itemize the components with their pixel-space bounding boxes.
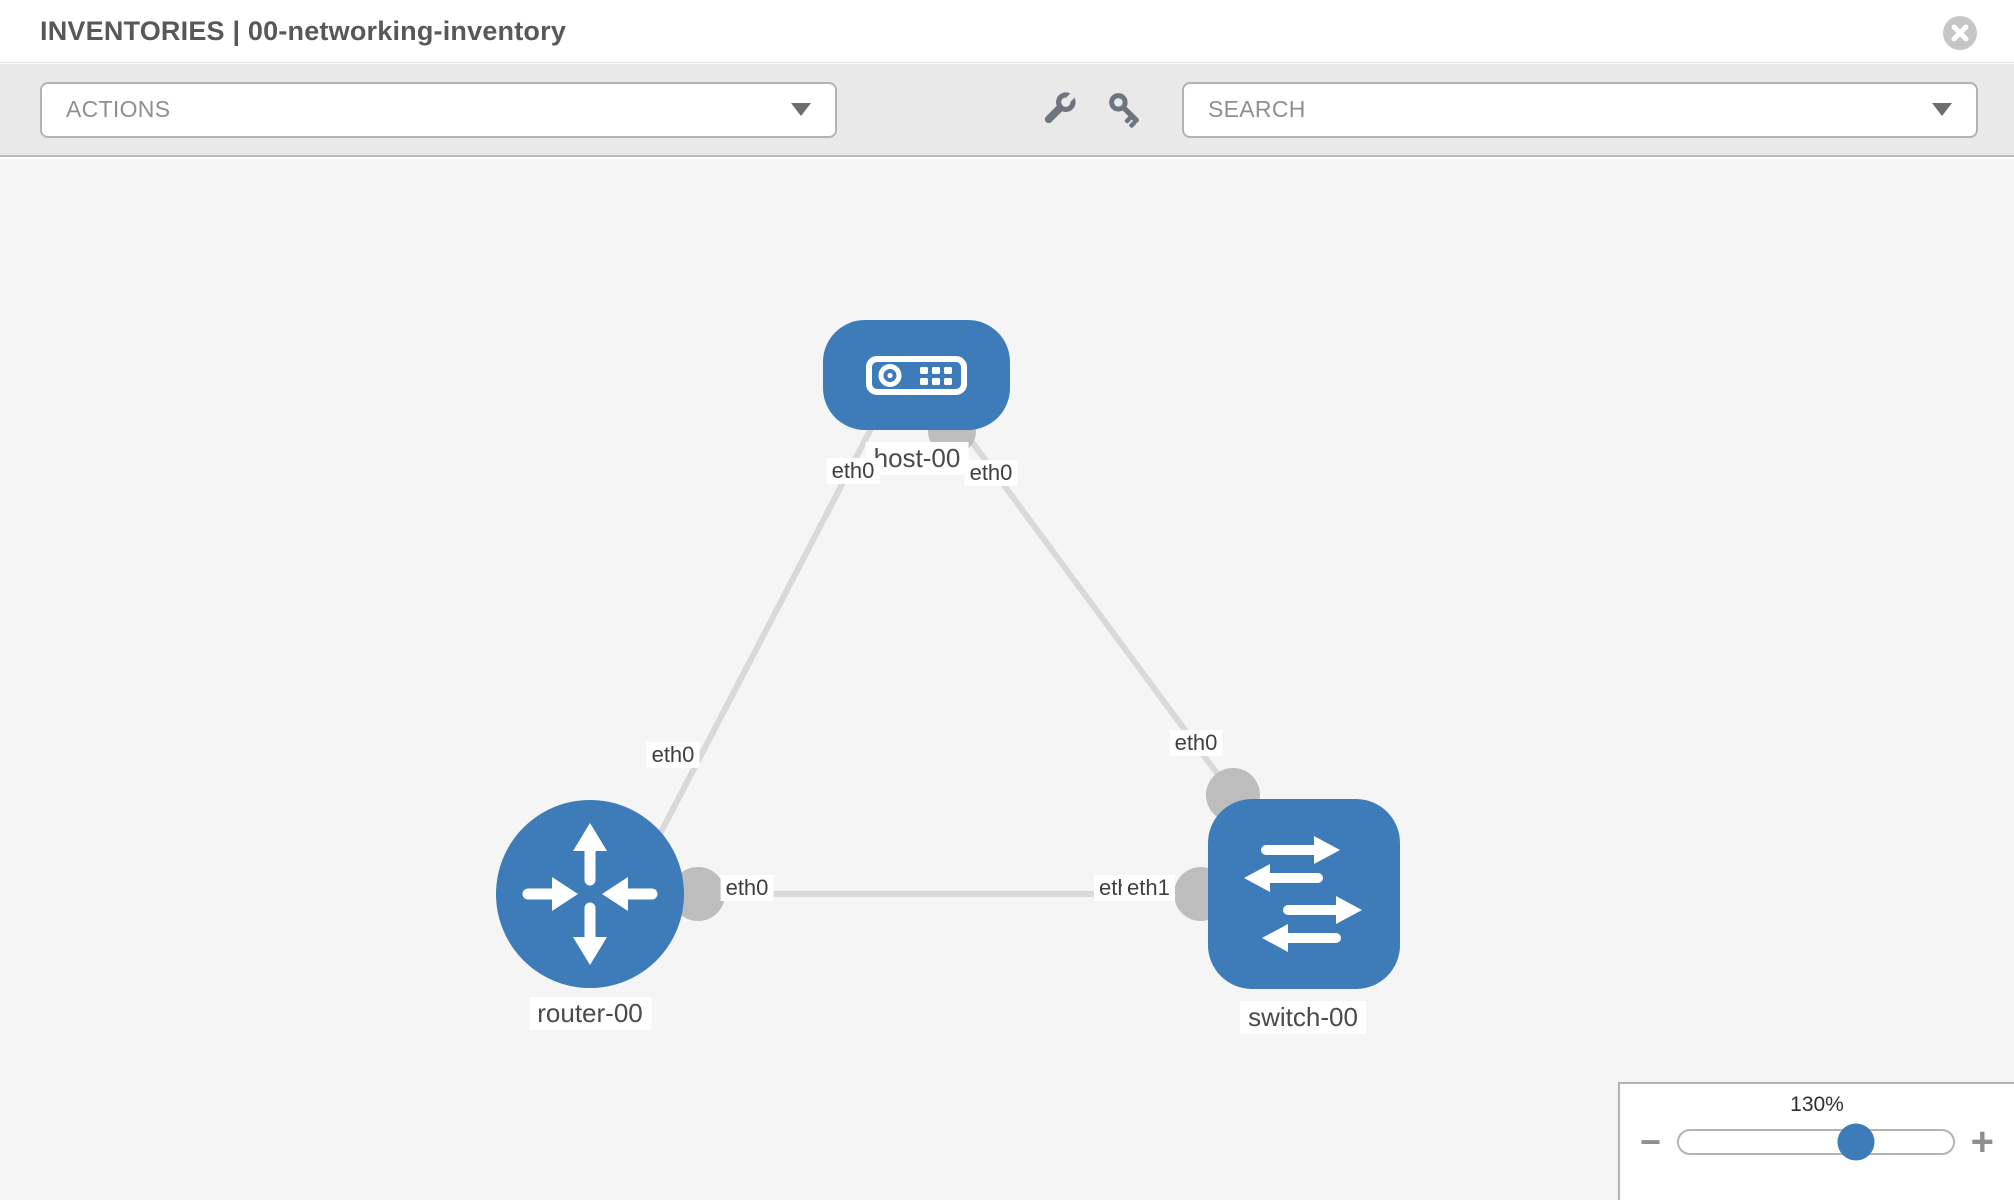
close-button[interactable] [1943, 16, 1977, 50]
key-icon [1109, 92, 1139, 128]
switch-icon [1244, 836, 1362, 952]
close-icon [1951, 24, 1969, 42]
node-label-host: host-00 [865, 442, 969, 475]
wrench-icon [1044, 91, 1076, 123]
page-title: INVENTORIES | 00-networking-inventory [40, 15, 567, 46]
connector-router-right [671, 867, 725, 921]
topology-svg [496, 320, 1400, 989]
host-node-shape [823, 320, 1010, 430]
node-switch[interactable] [1208, 799, 1400, 989]
router-node-shape [496, 800, 684, 988]
credentials-button[interactable] [1100, 84, 1152, 136]
header: INVENTORIES | 00-networking-inventory [0, 0, 2014, 63]
zoom-panel: 130% − + [1618, 1082, 2014, 1200]
interface-label-router-to-switch: eth0 [720, 875, 774, 901]
node-label-switch: switch-00 [1240, 1001, 1366, 1034]
zoom-out-button[interactable]: − [1640, 1121, 1662, 1162]
zoom-in-button[interactable]: + [1970, 1120, 1994, 1164]
node-label-router: router-00 [529, 997, 651, 1030]
node-router[interactable] [496, 800, 684, 988]
router-icon [522, 823, 658, 965]
actions-dropdown[interactable]: ACTIONS [40, 81, 837, 138]
configure-button[interactable] [1032, 84, 1084, 136]
search-dropdown-label: SEARCH [1208, 96, 1306, 122]
toolbar: ACTIONS SEA [0, 64, 2014, 157]
host-icon [866, 356, 967, 395]
zoom-slider-thumb[interactable] [1837, 1123, 1874, 1161]
interface-label-host-to-router: eth0 [826, 458, 880, 484]
interface-label-router-to-host: eth0 [646, 742, 700, 768]
interface-label-switch-to-router: eth1 [1122, 875, 1175, 901]
link-host-router[interactable] [619, 419, 878, 909]
switch-node-shape [1208, 799, 1400, 989]
topology-canvas[interactable]: host-00 router-00 switch-00 eth0 eth0 et… [0, 159, 2014, 1200]
interface-label-switch-to-host: eth0 [1169, 730, 1223, 756]
chevron-down-icon [1932, 103, 1952, 116]
interface-label-host-to-switch: eth0 [964, 460, 1018, 486]
node-host[interactable] [823, 320, 1010, 430]
zoom-level-label: 130% [1790, 1093, 1844, 1116]
actions-dropdown-label: ACTIONS [66, 96, 171, 122]
zoom-slider[interactable] [1677, 1123, 1955, 1161]
chevron-down-icon [791, 103, 811, 116]
search-dropdown[interactable]: SEARCH [1182, 81, 1978, 138]
